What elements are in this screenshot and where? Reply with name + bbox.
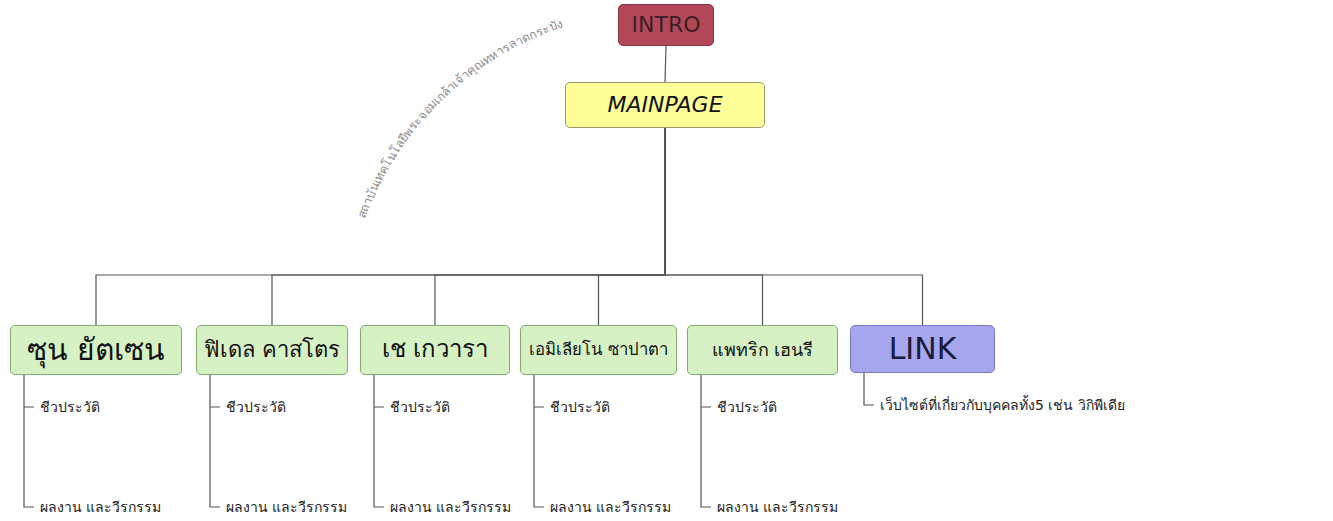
page-label: ผลงาน และวีรกรรม <box>40 498 161 516</box>
watermark-layer: สถาบันเทคโนโลยีพระจอมเกล้าเจ้าคุณทหารลาด… <box>354 16 564 220</box>
watermark-text: สถาบันเทคโนโลยีพระจอมเกล้าเจ้าคุณทหารลาด… <box>354 16 564 220</box>
person-box: ซุน ยัตเซน <box>10 325 182 375</box>
node-text: เช เกวารา <box>382 336 489 364</box>
tree-connector <box>272 128 665 325</box>
node-text: MAINPAGE <box>607 92 722 117</box>
page-label: ผลงาน และวีรกรรม <box>550 498 671 516</box>
mainpage-box: MAINPAGE <box>565 82 765 128</box>
tree-bracket <box>24 375 34 507</box>
intro-box: INTRO <box>618 4 714 46</box>
page-label: ชีวประวัติ <box>550 398 610 416</box>
person-box: ฟิเดล คาสโตร <box>196 325 348 375</box>
tree-bracket <box>210 375 220 507</box>
page-label: ชีวประวัติ <box>717 398 777 416</box>
node-text: INTRO <box>632 12 701 37</box>
page-label: ผลงาน และวีรกรรม <box>390 498 511 516</box>
node-text: LINK <box>889 332 957 367</box>
tree-connector <box>665 128 923 325</box>
page-label: ชีวประวัติ <box>226 398 286 416</box>
link-note: เว็บไซต์ที่เกี่ยวกับบุคคลทั้ง5 เช่น วิกิ… <box>880 396 1125 414</box>
tree-connector <box>96 128 665 325</box>
page-label: ผลงาน และวีรกรรม <box>717 498 838 516</box>
tree-connector <box>599 128 666 325</box>
page-label: ชีวประวัติ <box>40 398 100 416</box>
edge-layer <box>96 46 923 325</box>
tree-connector <box>665 128 763 325</box>
page-label: ชีวประวัติ <box>390 398 450 416</box>
node-text: แพทริก เฮนรี <box>712 340 814 361</box>
tree-connector <box>435 128 665 325</box>
person-box: เช เกวารา <box>360 325 510 375</box>
link-box: LINK <box>850 325 995 373</box>
tree-bracket <box>864 373 874 405</box>
person-box: เอมิเลียโน ซาปาตา <box>520 325 677 375</box>
tree-bracket <box>534 375 544 507</box>
person-box: แพทริก เฮนรี <box>687 325 838 375</box>
tree-connector <box>665 46 666 82</box>
page-label: ผลงาน และวีรกรรม <box>226 498 347 516</box>
tree-brackets <box>24 373 874 507</box>
watermark-text: สถาบันเทคโนโลยีพระจอมเกล้าเจ้าคุณทหารลาด… <box>354 16 564 220</box>
tree-bracket <box>701 375 711 507</box>
node-text: ซุน ยัตเซน <box>27 333 166 368</box>
tree-bracket <box>374 375 384 507</box>
node-text: เอมิเลียโน ซาปาตา <box>529 340 667 359</box>
node-text: ฟิเดล คาสโตร <box>204 337 340 362</box>
